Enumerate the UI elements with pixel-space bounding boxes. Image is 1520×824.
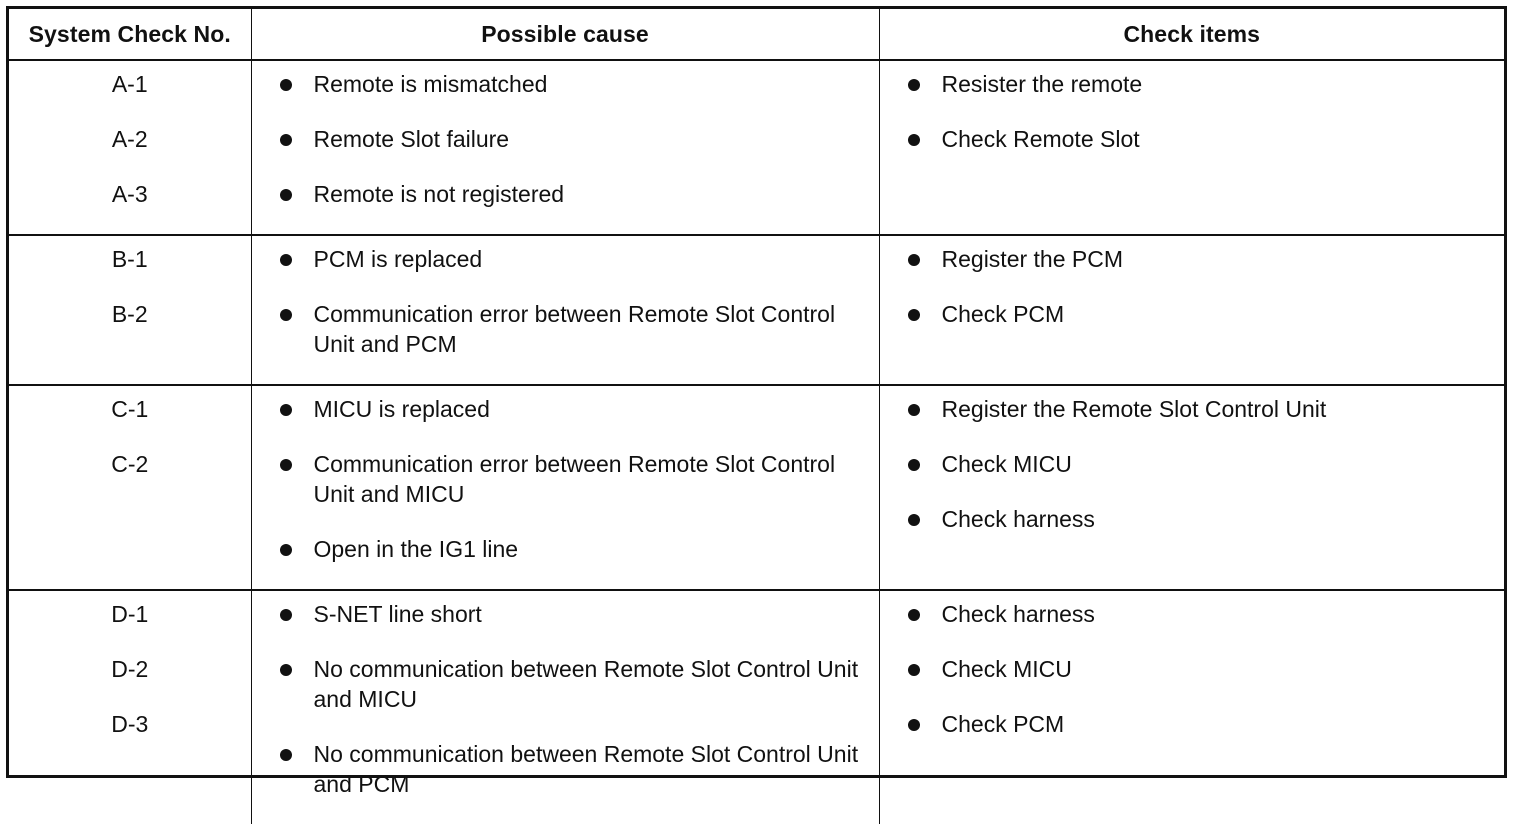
system-check-code: B-1	[111, 246, 148, 272]
system-check-cell: C-1 C-2	[9, 385, 252, 591]
possible-cause-cell: Remote is mismatched Remote Slot failure…	[251, 60, 880, 236]
check-text: Check PCM	[941, 711, 1065, 737]
list-item: Check MICU	[880, 449, 1505, 479]
table-row: C-1 C-2 MICU is replaced Communication e…	[9, 385, 1505, 591]
cause-text: Open in the IG1 line	[313, 536, 519, 562]
system-check-code: A-2	[111, 126, 148, 152]
check-items-cell: Register the PCM Check PCM	[879, 235, 1505, 386]
list-item: No communication between Remote Slot Con…	[252, 654, 879, 714]
check-text: Check harness	[941, 506, 1095, 532]
list-item: Register the PCM	[880, 244, 1505, 274]
cause-text: MICU is replaced	[313, 396, 490, 422]
bullet-icon	[907, 664, 920, 676]
list-item: Remote is not registered	[252, 179, 879, 209]
list-item: Remote Slot failure	[252, 124, 879, 154]
check-items-cell: Check harness Check MICU Check PCM	[879, 590, 1504, 824]
list-item: Communication error between Remote Slot …	[252, 449, 879, 509]
bullet-icon	[279, 309, 292, 321]
check-text: Resister the remote	[941, 71, 1143, 97]
check-items-cell: Register the Remote Slot Control Unit Ch…	[879, 385, 1505, 591]
cause-text: S-NET line short	[313, 601, 482, 627]
bullet-icon	[279, 749, 292, 761]
bullet-icon	[907, 134, 920, 146]
bullet-icon	[907, 609, 920, 621]
cause-text: Communication error between Remote Slot …	[313, 451, 836, 507]
check-items-cell: Resister the remote Check Remote Slot	[879, 60, 1505, 236]
list-item: Check harness	[880, 599, 1505, 629]
list-item: Remote is mismatched	[252, 69, 879, 99]
possible-cause-cell: MICU is replaced Communication error bet…	[251, 385, 880, 591]
system-check-cell: A-1 A-2 A-3	[9, 60, 252, 236]
list-item: Register the Remote Slot Control Unit	[880, 394, 1505, 424]
diagnosis-table-frame: System Check No. Possible cause Check it…	[6, 6, 1507, 824]
system-check-code: A-3	[111, 181, 148, 207]
list-item: PCM is replaced	[252, 244, 879, 274]
list-item: Check harness	[880, 504, 1505, 534]
table-row: B-1 B-2 PCM is replaced Communication er…	[9, 235, 1505, 386]
check-text: Register the PCM	[941, 246, 1124, 272]
header-possible-cause: Possible cause	[251, 9, 880, 61]
system-check-cell: B-1 B-2	[9, 235, 252, 386]
bullet-icon	[279, 664, 292, 676]
check-text: Register the Remote Slot Control Unit	[941, 396, 1327, 422]
system-check-code: C-1	[111, 396, 149, 422]
system-check-code: D-3	[111, 711, 149, 737]
header-system-check-no: System Check No.	[9, 9, 252, 61]
bullet-icon	[279, 254, 292, 266]
list-item: Communication error between Remote Slot …	[252, 299, 879, 359]
list-item: Check MICU	[880, 654, 1505, 684]
system-check-code: B-2	[111, 301, 148, 327]
bullet-icon	[907, 459, 920, 471]
list-item: Resister the remote	[880, 69, 1505, 99]
possible-cause-cell: PCM is replaced Communication error betw…	[251, 235, 880, 386]
check-text: Check PCM	[941, 301, 1065, 327]
check-text: Check MICU	[941, 656, 1072, 682]
cause-text: PCM is replaced	[313, 246, 483, 272]
bullet-icon	[279, 609, 292, 621]
bullet-icon	[907, 309, 920, 321]
system-check-code: C-2	[111, 451, 149, 477]
possible-cause-cell: S-NET line short No communication betwee…	[251, 590, 880, 824]
bullet-icon	[907, 79, 920, 91]
table-header-row: System Check No. Possible cause Check it…	[9, 9, 1504, 61]
cause-text: Remote is mismatched	[313, 71, 548, 97]
system-check-cell: D-1 D-2 D-3	[9, 590, 252, 824]
list-item: Check PCM	[880, 709, 1505, 739]
header-check-items: Check items	[879, 9, 1504, 61]
list-item: Check PCM	[880, 299, 1505, 329]
bullet-icon	[907, 719, 920, 731]
system-check-code: A-1	[111, 71, 148, 97]
bullet-icon	[279, 79, 292, 91]
bullet-icon	[279, 404, 292, 416]
list-item: MICU is replaced	[252, 394, 879, 424]
check-text: Check MICU	[941, 451, 1072, 477]
list-item: Open in the IG1 line	[252, 534, 879, 564]
cause-text: Remote is not registered	[313, 181, 565, 207]
bullet-icon	[907, 254, 920, 266]
cause-text: Remote Slot failure	[313, 126, 510, 152]
system-check-code: D-2	[111, 656, 149, 682]
bullet-icon	[279, 459, 292, 471]
bullet-icon	[907, 404, 920, 416]
bullet-icon	[907, 514, 920, 526]
bullet-icon	[279, 189, 292, 201]
table-row: A-1 A-2 A-3 Remote is mismatched Remote …	[9, 60, 1505, 236]
system-check-code: D-1	[111, 601, 149, 627]
check-text: Check harness	[941, 601, 1095, 627]
bullet-icon	[279, 544, 292, 556]
check-text: Check Remote Slot	[941, 126, 1140, 152]
list-item: S-NET line short	[252, 599, 879, 629]
diagnosis-table: System Check No. Possible cause Check it…	[9, 9, 1504, 824]
list-item: Check Remote Slot	[880, 124, 1505, 154]
cause-text: No communication between Remote Slot Con…	[313, 656, 859, 712]
bullet-icon	[279, 134, 292, 146]
cause-text: No communication between Remote Slot Con…	[313, 741, 859, 797]
list-item: No communication between Remote Slot Con…	[252, 739, 879, 799]
cause-text: Communication error between Remote Slot …	[313, 301, 836, 357]
table-row: D-1 D-2 D-3 S-NET line short No communic…	[9, 590, 1504, 824]
